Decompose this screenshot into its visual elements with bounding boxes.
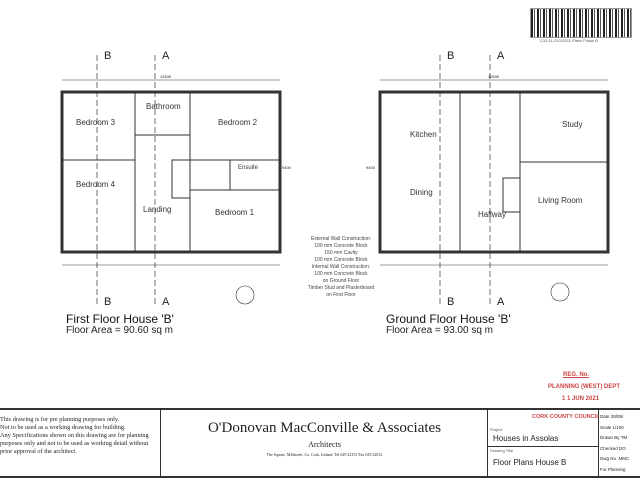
room-label: Kitchen [410, 130, 437, 139]
section-marker-b: B [447, 296, 455, 308]
section-marker-b: B [104, 296, 112, 308]
room-label: Bedroom 4 [76, 180, 116, 189]
firm-block: O'Donovan MacConville & Associates Archi… [162, 420, 487, 457]
dimension: 9400 [282, 165, 291, 170]
first-floor-outline [60, 90, 282, 254]
reg-no-stamp: REG. No. [563, 372, 590, 378]
room-label: Living Room [538, 196, 583, 205]
room-label: Hallway [478, 210, 507, 219]
section-marker-b: B [104, 50, 112, 62]
room-label: Study [562, 120, 583, 129]
drawing-title-value: Floor Plans House B [493, 458, 567, 467]
firm-address: The Square, Millstreet, Co. Cork, Irelan… [266, 452, 383, 457]
project-value: Houses in Assolas [493, 434, 559, 443]
project-label: Project [490, 427, 503, 432]
room-label: Bedroom 3 [76, 118, 116, 127]
ground-floor-area: Floor Area = 93.00 sq m [386, 325, 494, 336]
ground-floor-title: Ground Floor House 'B' [386, 312, 511, 326]
drawing-title-label: Drawing Title [490, 448, 514, 453]
first-floor-title: First Floor House 'B' [66, 312, 174, 326]
drawing-fields: Date 28/05/ Scale 1/100 Drawn By TM Chec… [600, 414, 630, 472]
barcode-text: C10-11-010/2021-Plans Fosse B [540, 38, 598, 43]
room-label: Bedroom 1 [215, 208, 255, 217]
room-label: Ensuite [238, 165, 259, 171]
dimension: 9400 [366, 165, 375, 170]
room-label: Bedroom 2 [218, 118, 258, 127]
dept-stamp: PLANNING (WEST) DEPT [548, 384, 620, 390]
room-label: Landing [143, 205, 172, 214]
council-stamp: CORK COUNTY COUNCIL [532, 414, 600, 420]
section-marker-b: B [447, 50, 455, 62]
section-marker-a: A [162, 50, 170, 62]
section-marker-a: A [497, 296, 505, 308]
dimension: 12630 [160, 74, 172, 79]
room-label: Bathroom [146, 102, 181, 111]
firm-name: O'Donovan MacConville & Associates [207, 420, 442, 436]
room-label: Dining [410, 188, 433, 197]
floor-plans-drawing [60, 55, 610, 305]
dimension: 12630 [488, 74, 500, 79]
ground-floor-outline [378, 90, 610, 254]
disclaimer: This drawing is for pre planning purpose… [0, 416, 149, 455]
date-stamp: 1 1 JUN 2021 [562, 396, 600, 402]
barcode-stamp [530, 8, 632, 38]
section-marker-a: A [497, 50, 505, 62]
firm-subtitle: Architects [308, 440, 341, 449]
section-marker-a: A [162, 296, 170, 308]
title-block: This drawing is for pre planning purpose… [0, 408, 640, 478]
construction-notes: External Wall Construction:100 mm Concre… [307, 236, 375, 298]
first-floor-area: Floor Area = 90.60 sq m [66, 325, 174, 336]
